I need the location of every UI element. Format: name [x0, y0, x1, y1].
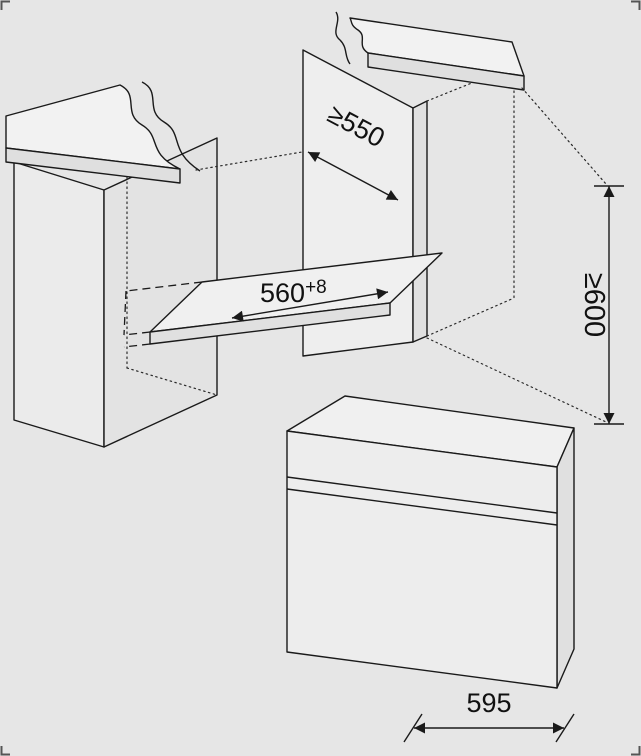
appliance-width-tick-left — [403, 713, 423, 743]
left-cabinet-front-face — [13, 161, 105, 448]
cabinet-depth-arrow — [307, 151, 399, 201]
dim-appliance-width: 595 — [403, 688, 575, 743]
right-countertop — [335, 11, 525, 91]
oven-control-panel-line — [286, 476, 558, 514]
dim-niche-height: ≥600 — [578, 185, 624, 425]
left-countertop-front-edge — [5, 147, 181, 184]
corner-mark-bottom-left — [0, 746, 10, 756]
dim-niche-width: 560+8 — [231, 277, 389, 322]
niche-shelf-hidden-extension — [123, 281, 203, 348]
oven-front-face — [286, 430, 558, 689]
left-countertop — [5, 81, 201, 184]
left-cabinet-hidden-edges — [126, 111, 218, 396]
height-projection-line-bottom — [426, 337, 607, 423]
height-projection-line-top — [521, 87, 607, 185]
oven-side-face — [556, 427, 575, 689]
right-countertop-break-line — [335, 11, 351, 65]
oven — [286, 395, 575, 689]
right-cabinet-hidden-outline — [426, 65, 515, 337]
corner-mark-bottom-right — [631, 746, 641, 756]
left-countertop-break-line — [141, 81, 201, 172]
right-cabinet-panel-edge — [412, 100, 428, 343]
corner-mark-top-right — [631, 0, 641, 10]
right-countertop-front-edge — [367, 52, 525, 91]
worktop-projection-line — [195, 151, 303, 171]
niche-width-label: 560+8 — [260, 277, 327, 308]
niche-width-arrow — [231, 288, 389, 322]
left-cabinet — [13, 111, 218, 448]
niche-height-label: ≥600 — [578, 273, 610, 337]
appliance-width-tick-right — [555, 713, 575, 743]
appliance-width-label: 595 — [466, 688, 511, 718]
oven-door-top-line — [286, 488, 558, 526]
left-countertop-top-face — [5, 84, 181, 170]
corner-mark-top-left — [0, 0, 10, 10]
